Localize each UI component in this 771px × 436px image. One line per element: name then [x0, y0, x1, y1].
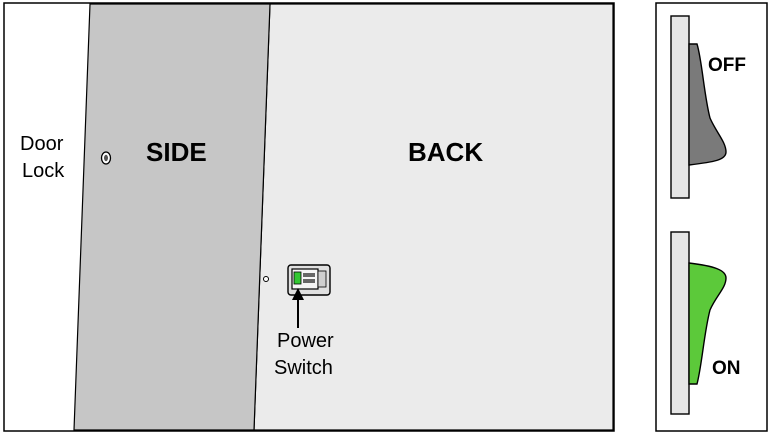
- screw-hole-icon: [263, 276, 269, 282]
- power-switch-icon[interactable]: [287, 264, 331, 296]
- on-state-label: ON: [712, 358, 741, 379]
- off-state-label: OFF: [708, 55, 746, 76]
- rocker-off-icon: [670, 15, 727, 199]
- door-lock-icon[interactable]: [100, 151, 112, 165]
- door-lock-label-line2: Lock: [22, 160, 65, 182]
- side-panel: [73, 3, 271, 431]
- power-switch-label-line1: Power: [277, 330, 334, 352]
- rocker-on-icon: [670, 231, 727, 415]
- back-label: BACK: [408, 137, 483, 167]
- side-label: SIDE: [146, 137, 207, 167]
- power-switch-arrow: [292, 288, 304, 328]
- power-switch-label-line2: Switch: [274, 357, 333, 379]
- switch-led-icon: [293, 271, 302, 285]
- door-lock-label-line1: Door: [20, 133, 64, 155]
